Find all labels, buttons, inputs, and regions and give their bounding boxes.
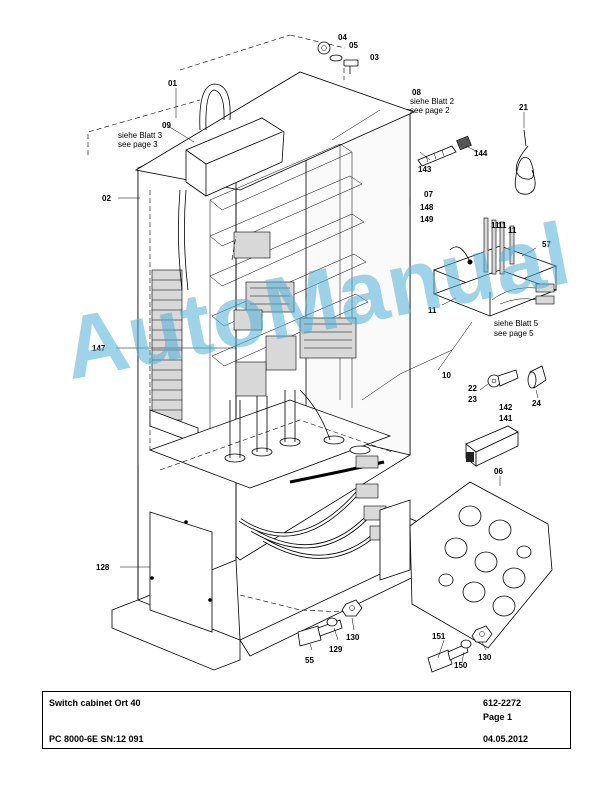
internal-rails: [149, 143, 369, 445]
label-11: 11: [428, 306, 437, 315]
leader-lines: [116, 88, 539, 663]
note-blatt5-en: see page 5: [494, 329, 534, 338]
label-149: 149: [420, 215, 434, 224]
label-150: 150: [454, 661, 468, 670]
note-blatt3-en: see page 3: [118, 140, 158, 149]
label-05: 05: [349, 41, 358, 50]
label-143: 143: [418, 165, 432, 174]
flange-plate-06: [409, 481, 553, 649]
cable-21: [514, 129, 536, 195]
drawing-number: 612-2272: [483, 698, 522, 708]
note-blatt2-en: see page 2: [410, 106, 450, 115]
plate-57: [432, 217, 558, 317]
label-142: 142: [499, 403, 513, 412]
label-07: 07: [424, 190, 433, 199]
page-number: Page 1: [483, 712, 513, 722]
label-111: 11: [491, 221, 500, 230]
drawing-date: 04.05.2012: [483, 734, 529, 744]
bolt-set-55: [297, 599, 363, 647]
note-blatt5-de: siehe Blatt 5: [494, 319, 539, 328]
label-147: 147: [92, 344, 106, 353]
label-111b: 11: [498, 221, 507, 230]
note-blatt3-de: siehe Blatt 3: [118, 131, 163, 140]
gland-141-142: [465, 425, 519, 467]
label-22: 22: [468, 384, 477, 393]
label-128: 128: [96, 563, 110, 572]
label-151: 151: [432, 632, 446, 641]
hardware-143-144: [417, 135, 472, 167]
label-144: 144: [474, 149, 488, 158]
label-09: 09: [162, 121, 171, 130]
label-57: 57: [542, 240, 551, 249]
base-stand: [111, 465, 429, 671]
part-labels: 01 02 03 04 05 08 siehe Blatt 2 see page…: [92, 33, 551, 670]
drawing-title: Switch cabinet Ort 40: [49, 698, 141, 708]
note-blatt2-de: siehe Blatt 2: [410, 97, 455, 106]
label-01: 01: [168, 79, 177, 88]
label-24: 24: [532, 399, 541, 408]
label-130b: 130: [478, 653, 492, 662]
label-21: 21: [519, 103, 528, 112]
label-23: 23: [468, 395, 477, 404]
label-10: 10: [442, 371, 451, 380]
title-block: Switch cabinet Ort 40 612-2272 Page 1 PC…: [42, 691, 571, 749]
lugs-22-24: [487, 365, 547, 389]
label-148: 148: [420, 203, 434, 212]
label-08: 08: [412, 88, 421, 97]
hardware-top: [317, 41, 359, 74]
bottom-plate: [148, 389, 444, 559]
label-141: 141: [499, 414, 513, 423]
label-55: 55: [305, 656, 314, 665]
label-03: 03: [370, 53, 379, 62]
bolt-set-151: [427, 625, 493, 673]
label-06: 06: [494, 467, 503, 476]
model-serial: PC 8000-6E SN:12 091: [49, 734, 144, 744]
label-129: 129: [329, 645, 343, 654]
label-02: 02: [102, 194, 111, 203]
exploded-parts-diagram: 01 02 03 04 05 08 siehe Blatt 2 see page…: [87, 33, 558, 673]
label-11-top: 11: [508, 226, 517, 235]
label-130: 130: [346, 633, 360, 642]
label-04: 04: [338, 33, 347, 42]
